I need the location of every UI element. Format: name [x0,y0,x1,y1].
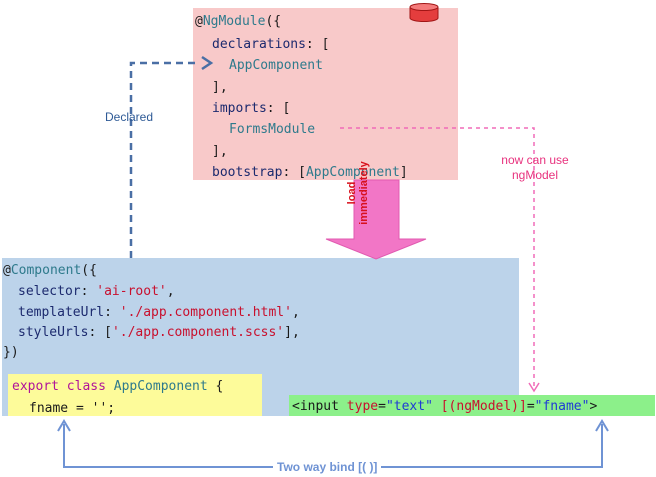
now-can-use-line-2: ngModel [511,168,559,182]
ngmodule-line-6: FormsModule [229,122,316,137]
load-label-line-2: immediately [358,161,370,225]
template-input-code: <input type="text" [(ngModel)]="fname"> [292,399,598,414]
ngmodule-line-5: imports: [ [212,101,291,116]
class-box [8,374,262,416]
class-line-1: export class AppComponent { [12,379,224,394]
component-line-4: styleUrls: ['./app.component.scss'], [18,325,300,340]
ngmodule-line-7: ], [212,144,228,159]
load-label-line-1: load [346,181,358,205]
database-icon [409,3,439,22]
ngmodule-box [193,8,458,180]
now-can-use-label: now can use ngModel [498,153,572,183]
template-input-box [289,395,655,416]
declared-arrow [129,55,214,258]
load-arrow [325,179,427,260]
declared-label: Declared [105,110,154,124]
ngmodule-line-3: AppComponent [229,58,323,73]
ngmodule-line-2: declarations: [ [212,37,330,52]
class-line-2: fname = ''; [29,401,116,416]
two-way-bind-label: Two way bind [( )] [273,460,382,474]
component-line-2: selector: 'ai-root', [18,284,175,299]
component-line-1: @Component({ [3,263,97,278]
ngmodule-line-8: bootstrap: [AppComponent] [212,165,408,180]
ngmodel-arrow [340,127,540,393]
component-line-3: templateUrl: './app.component.html', [18,305,300,320]
component-line-5: }) [3,345,19,360]
now-can-use-line-1: now can use [501,153,569,167]
ngmodule-line-4: ], [212,80,228,95]
ngmodule-line-1: @NgModule({ [195,14,282,29]
